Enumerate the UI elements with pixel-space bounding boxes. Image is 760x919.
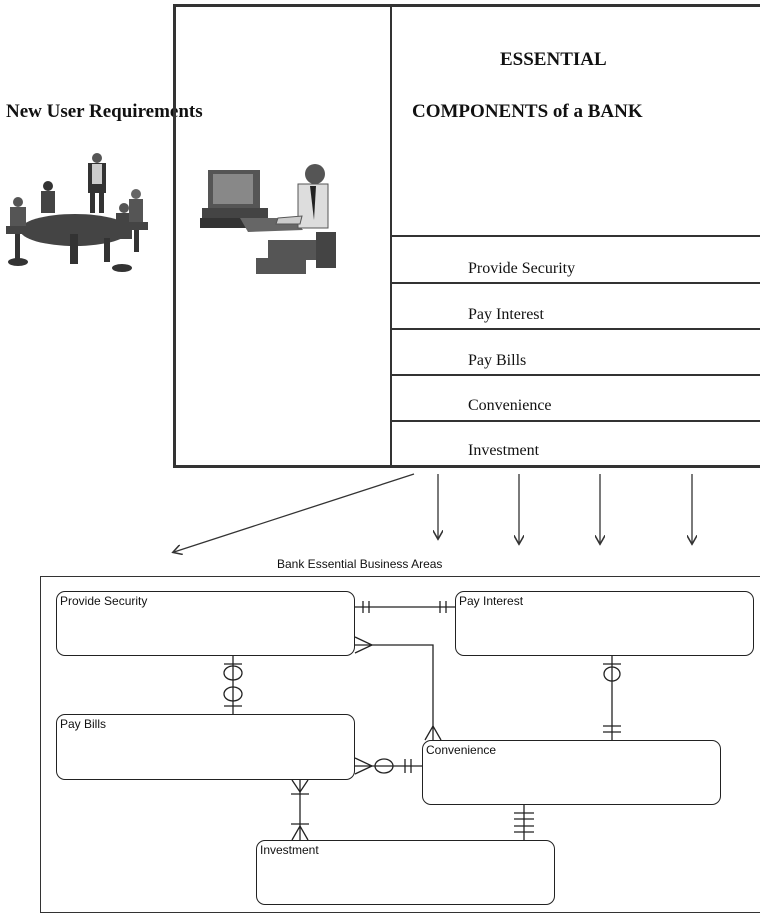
optional-circle (223, 665, 243, 681)
component-item: Pay Interest (468, 306, 544, 323)
crows-foot (291, 779, 309, 794)
meeting-illustration (6, 153, 148, 272)
optional-circle (374, 758, 394, 774)
crows-foot (424, 724, 442, 741)
row-divider (392, 420, 760, 422)
entity-provide-security: Provide Security (56, 591, 355, 656)
optional-circle (223, 686, 243, 702)
component-item: Pay Bills (468, 352, 527, 369)
crows-foot (354, 636, 374, 654)
computer-user-illustration (200, 164, 336, 274)
row-divider (392, 328, 760, 330)
erd-title: Bank Essential Business Areas (277, 557, 443, 571)
row-divider (392, 374, 760, 376)
entity-label: Investment (260, 843, 319, 857)
essential-heading-line2: COMPONENTS of a BANK (412, 101, 643, 122)
entity-pay-bills: Pay Bills (56, 714, 355, 780)
entity-convenience: Convenience (422, 740, 721, 805)
crows-foot (291, 824, 309, 841)
entity-label: Pay Interest (459, 594, 524, 608)
entity-label: Provide Security (60, 594, 148, 608)
components-frame (173, 4, 760, 468)
erd-frame (40, 576, 760, 913)
row-divider (392, 235, 760, 237)
component-item: Provide Security (468, 260, 576, 277)
crows-foot (354, 757, 374, 775)
row-divider (392, 282, 760, 284)
frame-divider (390, 4, 392, 468)
entity-pay-interest: Pay Interest (455, 591, 754, 656)
entity-label: Pay Bills (60, 717, 107, 731)
new-user-requirements-title: New User Requirements (6, 101, 203, 122)
relationship-line (355, 644, 434, 740)
component-item: Investment (468, 442, 540, 459)
entity-investment: Investment (256, 840, 555, 905)
essential-heading-line1: ESSENTIAL (500, 49, 607, 70)
entity-label: Convenience (426, 743, 497, 757)
component-item: Convenience (468, 397, 552, 414)
diagonal-arrow (174, 473, 415, 552)
optional-circle (603, 666, 621, 682)
